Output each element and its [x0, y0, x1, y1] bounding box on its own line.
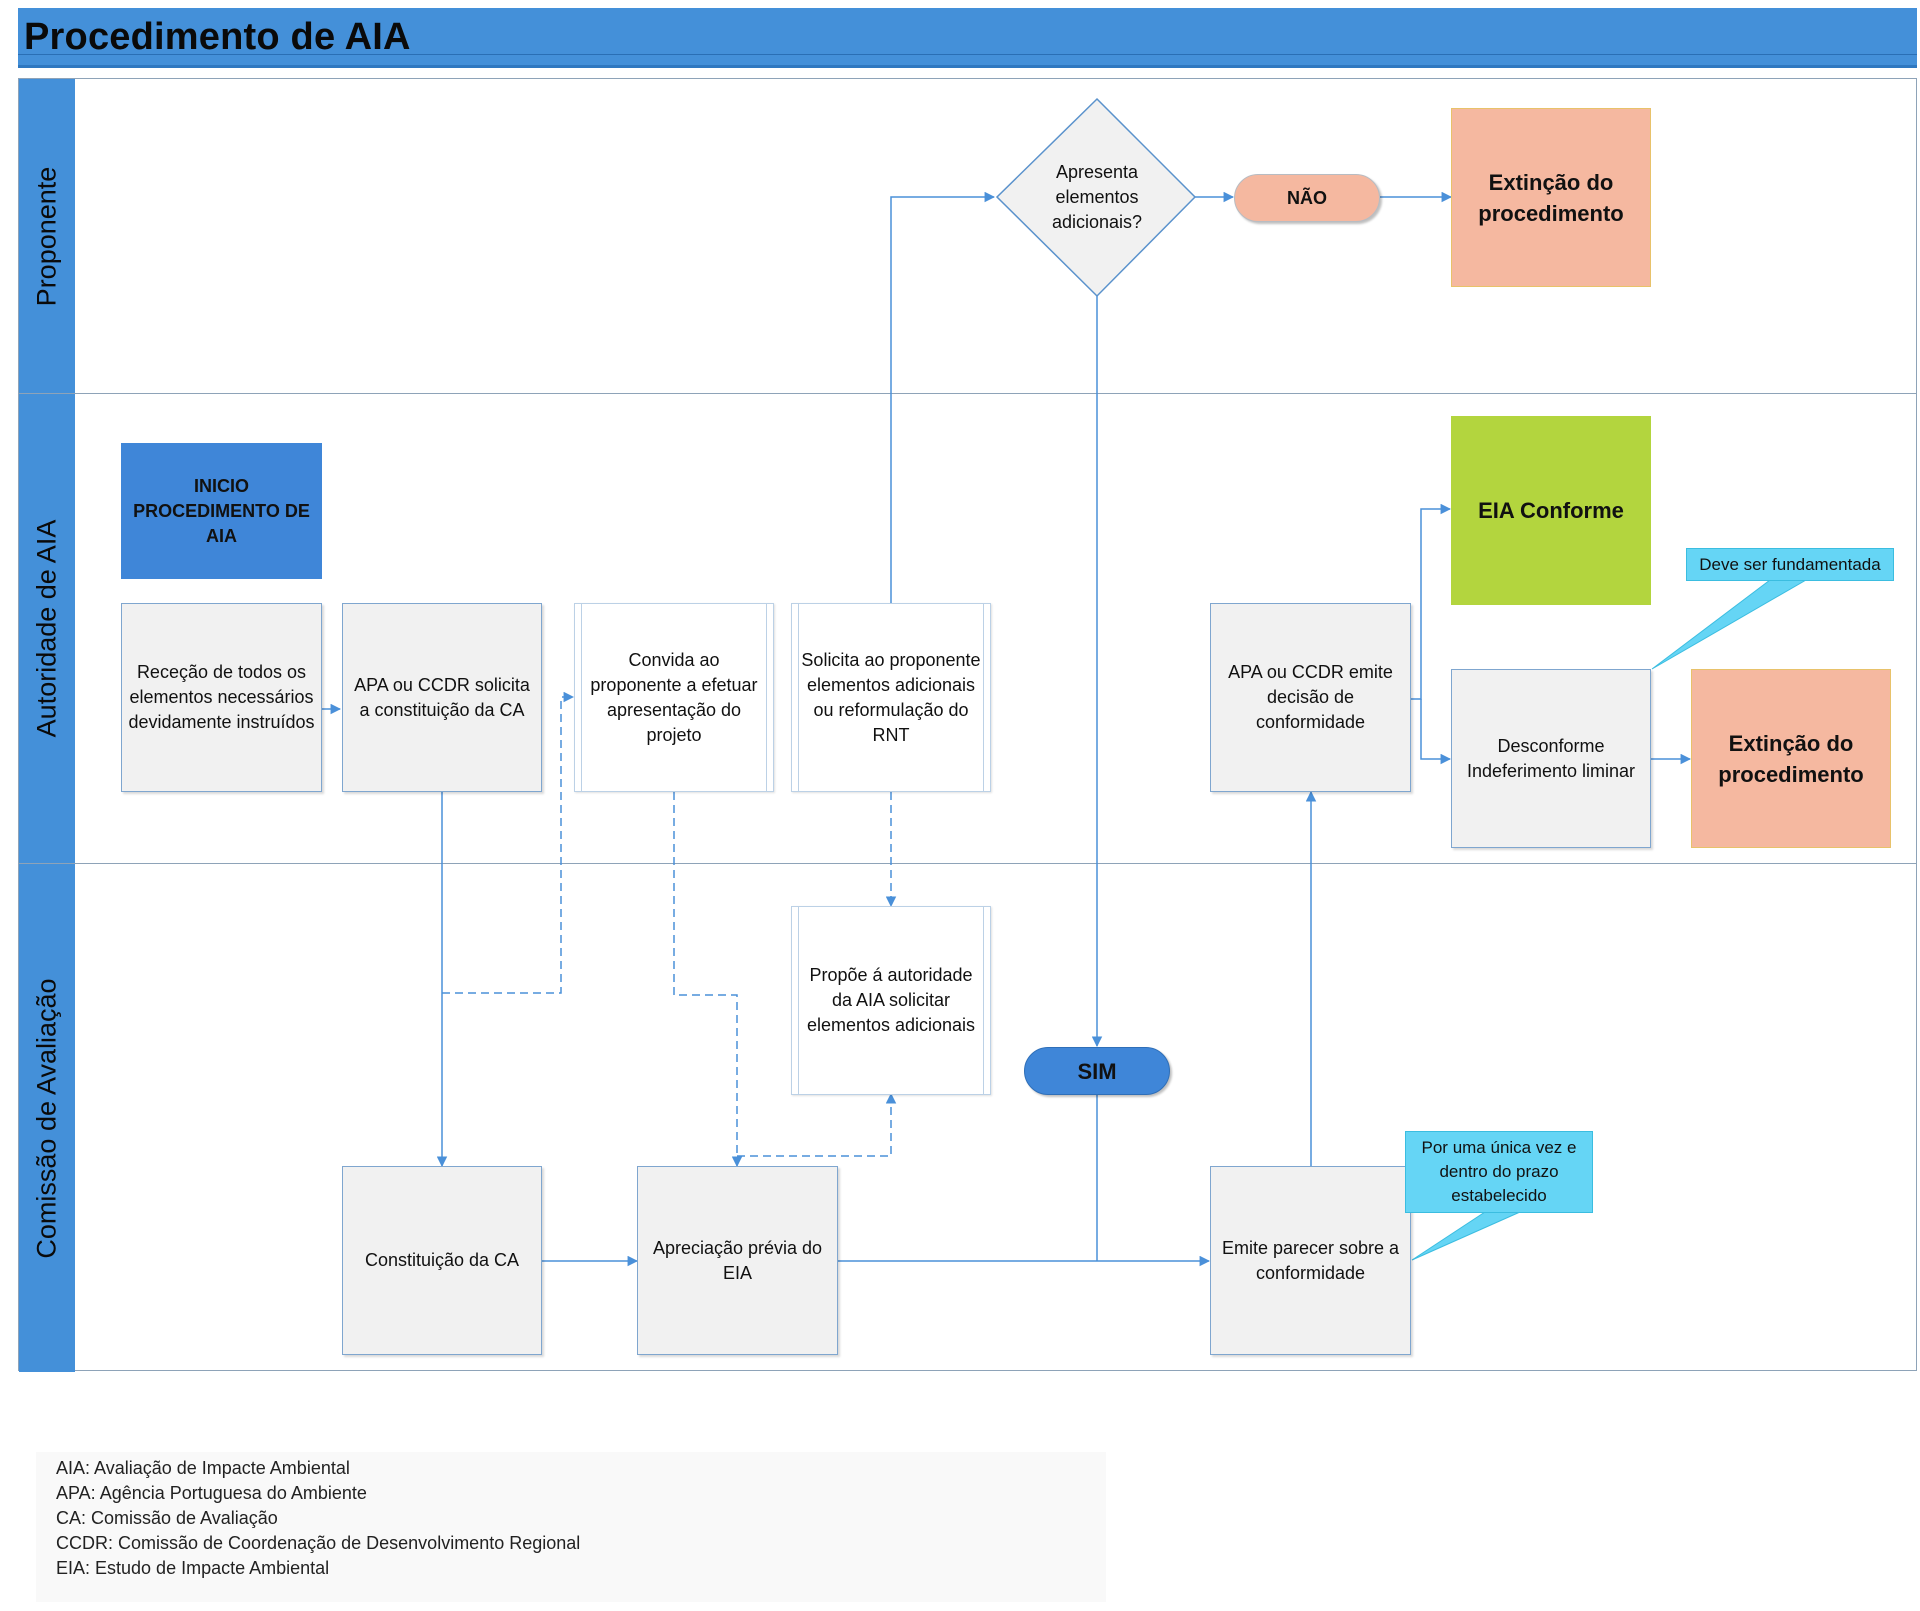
solicita-constituicao-ca: APA ou CCDR solicita a constituição da C…	[342, 603, 542, 792]
decision-label: Apresenta elementos adicionais?	[1051, 161, 1143, 232]
inicio-procedimento: INICIO PROCEDIMENTO DE AIA	[121, 443, 322, 579]
extincao-procedimento-bottom: Extinção do procedimento	[1691, 669, 1891, 848]
dashed-apreciacao-to-propoe	[737, 1092, 897, 1157]
legend-item: CCDR: Comissão de Coordenação de Desenvo…	[56, 1533, 581, 1553]
dashed-convida-to-apreciacao	[673, 792, 743, 1168]
decision-diamond	[995, 97, 1197, 298]
solicita-elementos-adicionais: Solicita ao proponente elementos adicion…	[791, 603, 991, 792]
apa-emite-decisao: APA ou CCDR emite decisão de conformidad…	[1210, 603, 1411, 792]
emite-parecer: Emite parecer sobre a conformidade	[1210, 1166, 1411, 1355]
diagram-title: Procedimento de AIA	[24, 16, 411, 58]
lane-autoridade: Autoridade de AIA	[19, 393, 1916, 863]
lane-comissao: Comissão de Avaliação	[19, 863, 1916, 1372]
lane-header-autoridade: Autoridade de AIA	[19, 394, 75, 863]
arrow-emite-to-conforme	[1411, 503, 1452, 700]
lane-proponente: Proponente	[19, 79, 1916, 393]
callout-fundamentada: Deve ser fundamentada	[1686, 548, 1894, 581]
constituicao-ca: Constituição da CA	[342, 1166, 542, 1355]
convida-proponente: Convida ao proponente a efetuar apresent…	[574, 603, 774, 792]
legend-item: CA: Comissão de Avaliação	[56, 1508, 278, 1528]
callout-prazo: Por uma única vez e dentro do prazo esta…	[1405, 1131, 1593, 1213]
callout-pointer-fundamentada	[1651, 579, 1808, 670]
legend: AIA: Avaliação de Impacte Ambiental APA:…	[36, 1452, 1106, 1602]
dashed-ca-to-convida	[442, 691, 575, 994]
propoe-solicitar-elementos: Propõe á autoridade da AIA solicitar ele…	[791, 906, 991, 1095]
legend-item: APA: Agência Portuguesa do Ambiente	[56, 1483, 367, 1503]
desconforme-indeferimento: Desconforme Indeferimento liminar	[1451, 669, 1651, 848]
nao-terminator: NÃO	[1234, 174, 1380, 222]
swimlanes: Proponente Autoridade de AIA Comissão de…	[18, 78, 1917, 1372]
lane-header-proponente: Proponente	[19, 79, 75, 393]
lane-header-comissao: Comissão de Avaliação	[19, 864, 75, 1372]
title-bar: Procedimento de AIA	[18, 8, 1917, 68]
apreciacao-previa: Apreciação prévia do EIA	[637, 1166, 838, 1355]
eia-conforme: EIA Conforme	[1451, 416, 1651, 605]
title-divider	[18, 54, 1917, 55]
arrow-solicita-to-decisao	[890, 191, 996, 603]
legend-item: AIA: Avaliação de Impacte Ambiental	[56, 1458, 350, 1478]
rececao-elementos: Receção de todos os elementos necessário…	[121, 603, 322, 792]
sim-terminator: SIM	[1024, 1047, 1170, 1095]
legend-item: EIA: Estudo de Impacte Ambiental	[56, 1558, 330, 1578]
arrow-emite-to-desconforme	[1420, 699, 1452, 765]
callout-pointer-prazo	[1411, 1211, 1521, 1261]
extincao-procedimento-top: Extinção do procedimento	[1451, 108, 1651, 287]
